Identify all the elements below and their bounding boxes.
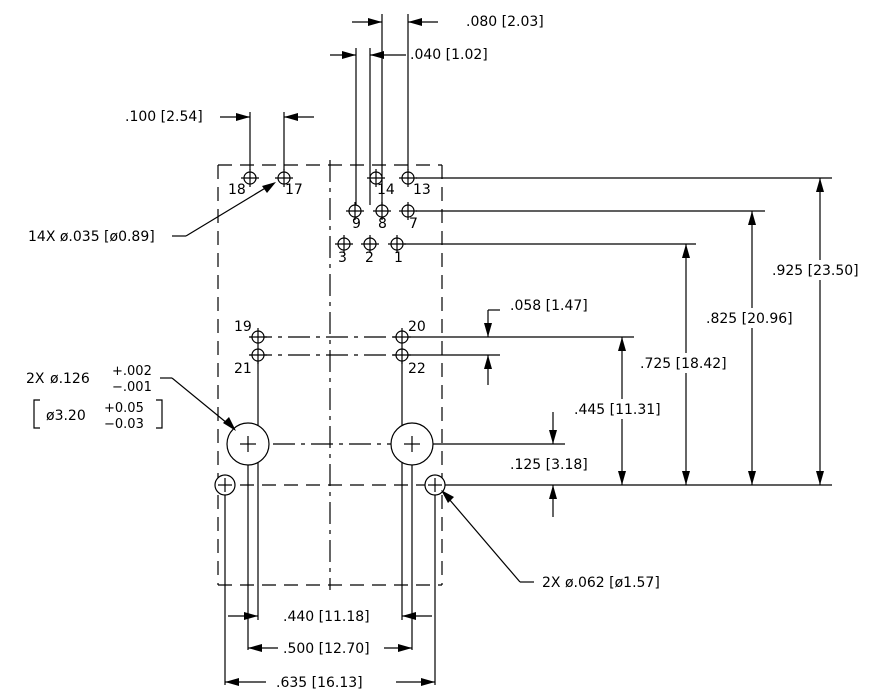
pin-holes [240, 168, 418, 365]
pin-label-8: 8 [378, 216, 387, 232]
dim-2x-dia: ø.126 [50, 371, 90, 387]
dim-2x-large-holes: 2X ø.126 +.002 −.001 ø3.20 +0.05 −0.03 [26, 364, 236, 432]
dim-080: .080 [2.03] [352, 14, 544, 30]
dim-125: .125 [3.18] [510, 412, 588, 517]
pin-label-13: 13 [413, 182, 431, 198]
dim-2x-count: 2X [26, 371, 45, 387]
dim-14x-holes: 14X ø.035 [ø0.89] [28, 182, 276, 245]
pin-label-19: 19 [234, 319, 252, 335]
dim-725: .725 [18.42] [638, 244, 742, 485]
dim-2x-metric-tol-minus: −0.03 [104, 417, 144, 432]
pin-label-20: 20 [408, 319, 426, 335]
pin-label-1: 1 [394, 250, 403, 266]
pin-label-2: 2 [365, 250, 374, 266]
dim-2x-tol-minus: −.001 [112, 380, 152, 395]
dim-2x-mount-label: 2X ø.062 [ø1.57] [542, 575, 660, 591]
dim-925: .925 [23.50] [770, 178, 874, 485]
pin-label-14: 14 [377, 182, 395, 198]
pin-label-18: 18 [228, 182, 246, 198]
dim-440: .440 [11.18] [228, 609, 432, 625]
dim-125-label: .125 [3.18] [510, 457, 588, 473]
dim-14x-label: 14X ø.035 [ø0.89] [28, 229, 155, 245]
dim-500: .500 [12.70] [248, 641, 412, 657]
mount-holes [214, 474, 446, 496]
dim-725-label: .725 [18.42] [640, 356, 727, 372]
dim-445-label: .445 [11.31] [574, 402, 661, 418]
dim-040: .040 [1.02] [330, 47, 488, 63]
dim-925-label: .925 [23.50] [772, 263, 859, 279]
dim-635-label: .635 [16.13] [276, 675, 363, 691]
pin-label-7: 7 [409, 216, 418, 232]
dim-500-label: .500 [12.70] [283, 641, 370, 657]
dim-440-label: .440 [11.18] [283, 609, 370, 625]
extension-lines-lower [224, 360, 436, 685]
pin-label-17: 17 [285, 182, 303, 198]
dim-058: .058 [1.47] [484, 298, 588, 385]
dim-2x-mount-holes: 2X ø.062 [ø1.57] [441, 490, 660, 591]
dim-100: .100 [2.54] [125, 109, 314, 125]
dim-100-label: .100 [2.54] [125, 109, 203, 125]
dim-635: .635 [16.13] [225, 675, 435, 691]
pin-labels: 18 17 14 13 9 8 7 3 2 1 19 20 21 22 [228, 182, 431, 377]
dim-2x-metric-tol-plus: +0.05 [104, 401, 144, 416]
large-holes [226, 422, 434, 466]
extension-lines-upper [249, 14, 409, 205]
dim-2x-tol-plus: +.002 [112, 364, 152, 379]
pin-label-3: 3 [338, 250, 347, 266]
dim-445: .445 [11.31] [570, 337, 674, 485]
dim-2x-metric: ø3.20 [46, 408, 86, 424]
pin-label-21: 21 [234, 361, 252, 377]
dim-825-label: .825 [20.96] [706, 311, 793, 327]
dim-058-label: .058 [1.47] [510, 298, 588, 314]
dim-080-label: .080 [2.03] [466, 14, 544, 30]
pin-label-9: 9 [352, 216, 361, 232]
pin-label-22: 22 [408, 361, 426, 377]
extension-lines-right [404, 177, 832, 486]
dim-825: .825 [20.96] [702, 211, 806, 485]
dim-040-label: .040 [1.02] [410, 47, 488, 63]
